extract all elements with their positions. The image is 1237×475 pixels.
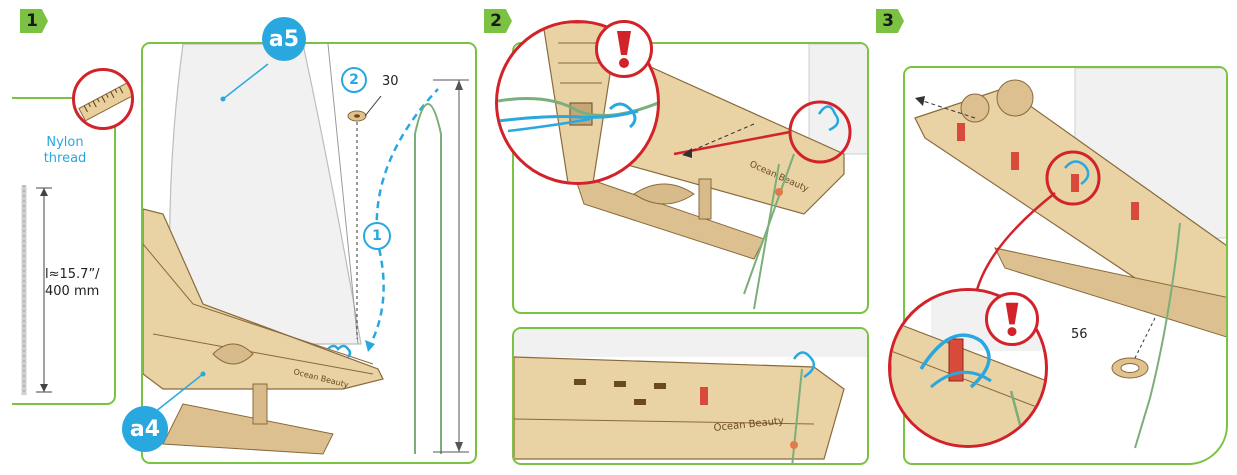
warning-icon (595, 20, 653, 78)
step-1-illustration: Ocean Beauty (143, 44, 469, 455)
part-number-30: 30 (382, 74, 399, 89)
step-number: 2 (484, 9, 512, 33)
step-number: 3 (876, 9, 904, 33)
step-2-bottom-panel: Ocean Beauty (512, 327, 869, 465)
step-2-badge: 2 (484, 8, 512, 34)
part-number-56: 56 (1071, 327, 1088, 342)
part-label-a4: a4 (122, 406, 168, 452)
step-3-panel (903, 66, 1228, 465)
step-3-badge: 3 (876, 8, 904, 34)
part-label-a5: a5 (262, 17, 306, 61)
thread-sample-icon (21, 185, 52, 395)
step-1-badge: 1 (20, 8, 48, 34)
step-1-panel: Ocean Beauty (141, 42, 477, 464)
sequence-label-1: 1 (363, 222, 391, 250)
thread-title: Nylon thread (43, 135, 87, 166)
ruler-icon (72, 68, 134, 130)
thread-length-label: l≈15.7”/ 400 mm (45, 266, 100, 300)
step-number: 1 (20, 9, 48, 33)
step-3-illustration (914, 68, 1226, 449)
nylon-thread-box (12, 97, 116, 405)
step-2-bottom-illustration: Ocean Beauty (514, 329, 867, 463)
step-2-top-illustration: Ocean Beauty (573, 44, 867, 310)
warning-icon (985, 292, 1039, 346)
sequence-label-2: 2 (341, 67, 367, 93)
step-3-zoom-detail (888, 288, 1048, 448)
